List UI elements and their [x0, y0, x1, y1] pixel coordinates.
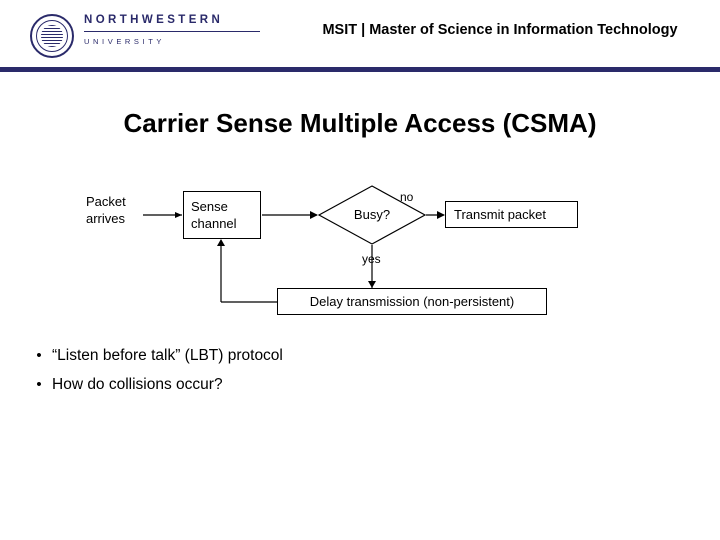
- bullet-text: “Listen before talk” (LBT) protocol: [52, 347, 283, 364]
- list-item: • “Listen before talk” (LBT) protocol: [26, 345, 626, 367]
- arrowhead-delay-to-sense: [217, 239, 225, 246]
- bullet-list: • “Listen before talk” (LBT) protocol • …: [26, 345, 626, 403]
- diamond-shape: [318, 185, 426, 245]
- seal-inner: [41, 25, 63, 47]
- wordmark-divider: [84, 31, 260, 32]
- arrowhead-packet-to-sense: [175, 212, 182, 218]
- arrowhead-busy-to-transmit: [437, 211, 445, 219]
- slide-header: NORTHWESTERN UNIVERSITY MSIT | Master of…: [0, 0, 720, 72]
- northwestern-wordmark: NORTHWESTERN UNIVERSITY: [84, 14, 264, 54]
- seal-ring: [36, 20, 68, 52]
- flow-node-sense-channel: Sense channel: [183, 191, 261, 239]
- list-item: • How do collisions occur?: [26, 374, 626, 396]
- header-title: MSIT | Master of Science in Information …: [322, 22, 678, 38]
- bullet-marker-icon: •: [36, 376, 42, 393]
- flow-node-busy: Busy?: [318, 185, 426, 245]
- bullet-marker-icon: •: [36, 347, 42, 364]
- flow-node-delay-transmission: Delay transmission (non-persistent): [277, 288, 547, 315]
- edge-label-yes: yes: [362, 252, 381, 266]
- northwestern-seal-icon: [30, 14, 74, 58]
- wordmark-bottom-text: UNIVERSITY: [84, 37, 166, 46]
- page-title: Carrier Sense Multiple Access (CSMA): [123, 108, 597, 138]
- arrowhead-sense-to-busy: [310, 211, 318, 219]
- flow-node-busy-label: Busy?: [353, 207, 391, 222]
- flow-node-packet-arrives: Packet arrives: [86, 194, 126, 226]
- wordmark-top-text: NORTHWESTERN: [84, 14, 224, 26]
- header-accent-bar: [0, 67, 720, 72]
- bullet-text: How do collisions occur?: [52, 376, 223, 393]
- edge-label-no: no: [400, 190, 414, 204]
- flow-node-transmit-packet: Transmit packet: [445, 201, 578, 228]
- arrowhead-busy-to-delay: [368, 281, 376, 288]
